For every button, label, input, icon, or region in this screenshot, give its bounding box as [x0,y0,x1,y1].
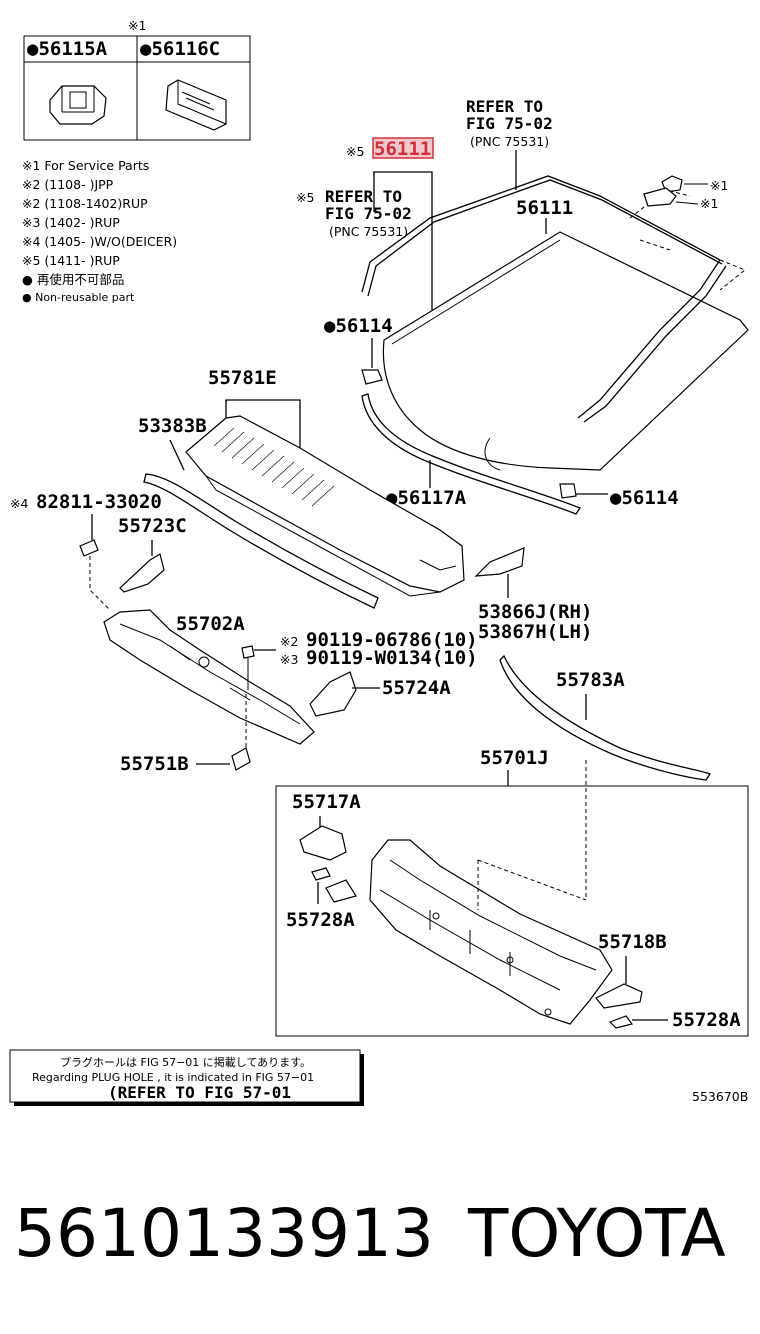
part-55783A[interactable]: 55783A [556,669,625,691]
note-5: ※4 (1405- )W/O(DEICER) [22,234,177,249]
note-4: ※3 (1402- )RUP [22,215,120,230]
svg-text:REFER TO: REFER TO [466,97,543,116]
note-2: ※2 (1108- )JPP [22,177,114,192]
clip-56115A-icon [49,85,107,125]
part-55702A[interactable]: 55702A [176,613,245,635]
assembly-55701J-box [275,785,749,1037]
part-55701J[interactable]: 55701J [480,747,549,769]
part-55724A[interactable]: 55724A [382,677,451,699]
part-55723C[interactable]: 55723C [118,515,187,537]
clip-55728A-right-icon [608,1015,634,1029]
clip-82811-icon [79,539,99,557]
part-55728A-right[interactable]: 55728A [672,1009,741,1031]
part-56115A-label[interactable]: ●56115A [27,38,108,60]
part-90119-W0134[interactable]: 90119-W0134(10) [306,647,478,669]
diagram-code: 553670B [692,1089,748,1104]
note-3: ※2 (1108-1402)RUP [22,196,148,211]
seal-55783A[interactable] [499,654,711,781]
clip-55751B-icon [231,747,251,771]
svg-text:FIG 75-02: FIG 75-02 [325,204,412,223]
note-7: ● 再使用不可部品 [22,272,124,287]
footer-part-number: 5610133913 [14,1195,434,1272]
part-82811-33020[interactable]: 82811-33020 [36,491,162,513]
part-55717A[interactable]: 55717A [292,791,361,813]
part-56111-label[interactable]: 56111 [516,197,573,219]
part-55718B[interactable]: 55718B [598,931,667,953]
bracket-55724A[interactable] [309,671,357,717]
mark-1b: ※1 [700,196,718,211]
notes-block: ※1 For Service Parts ※2 (1108- )JPP ※2 (… [22,158,177,304]
plug-hole-note: プラグホールは FIG 57−01 に掲載してあります。 Regarding P… [9,1049,364,1106]
mark-1a: ※1 [710,178,728,193]
panel-55702A[interactable] [103,609,315,745]
part-56116C-label[interactable]: ●56116C [140,38,220,60]
note-6: ※5 (1411- )RUP [22,253,120,268]
clip-icon [361,369,383,385]
panel-55701J[interactable] [369,839,613,1025]
part-56117A[interactable]: ●56117A [386,487,467,509]
bracket-55717A[interactable] [299,825,347,861]
bracket-55723C[interactable] [119,553,165,593]
mark-82811: ※4 [10,496,28,511]
part-53867H[interactable]: 53867H(LH) [478,621,592,643]
service-parts-box: ※1 ●56115A ●56116C [23,18,251,141]
seal-53383B[interactable] [143,473,379,609]
plug-note-jp: プラグホールは FIG 57−01 に掲載してあります。 [60,1055,311,1069]
part-53866J[interactable]: 53866J(RH) [478,601,592,623]
clip-55728A-left-icon [311,867,331,881]
clip-icon-right [559,483,577,499]
svg-text:FIG 75-02: FIG 75-02 [466,114,553,133]
windshield-glass[interactable] [361,175,749,515]
part-56111-highlight[interactable]: 56111 [374,138,431,160]
part-55728A-left[interactable]: 55728A [286,909,355,931]
part-55781E[interactable]: 55781E [208,367,277,389]
plug-note-en: Regarding PLUG HOLE , it is indicated in… [32,1071,314,1084]
bracket-55728A-left [325,879,357,903]
bracket-55718B[interactable] [595,983,643,1009]
clip-56116C-small-icon [643,187,677,207]
refer-top[interactable]: REFER TO FIG 75-02 (PNC 75531) [466,97,553,149]
highlight-mark: ※5 [346,144,364,159]
seal-53866J[interactable] [474,547,525,577]
footer-brand: TOYOTA [467,1195,726,1272]
note-1: ※1 For Service Parts [22,158,149,173]
plug-note-refer[interactable]: (REFER TO FIG 57-01 [108,1083,291,1102]
highlight-box [372,137,434,159]
mark-90119-a: ※2 [280,634,298,649]
part-90119-06786[interactable]: 90119-06786(10) [306,629,478,651]
refer-left[interactable]: ※5 REFER TO FIG 75-02 (PNC 75531) [296,187,412,239]
note-8: ● Non-reusable part [22,291,135,304]
mark-90119-b: ※3 [280,652,298,667]
svg-text:(PNC 75531): (PNC 75531) [470,134,549,149]
part-56114-left[interactable]: ●56114 [324,315,393,337]
bolt-90119-icon [241,645,255,659]
clip-56116C-icon [165,79,227,131]
part-53383B[interactable]: 53383B [138,415,207,437]
part-55751B[interactable]: 55751B [120,753,189,775]
cowl-top-panel[interactable] [185,415,465,597]
part-56114-right[interactable]: ●56114 [610,487,679,509]
svg-text:(PNC 75531): (PNC 75531) [329,224,408,239]
svg-text:※5: ※5 [296,190,314,205]
svg-text:REFER TO: REFER TO [325,187,402,206]
service-mark: ※1 [128,18,146,33]
